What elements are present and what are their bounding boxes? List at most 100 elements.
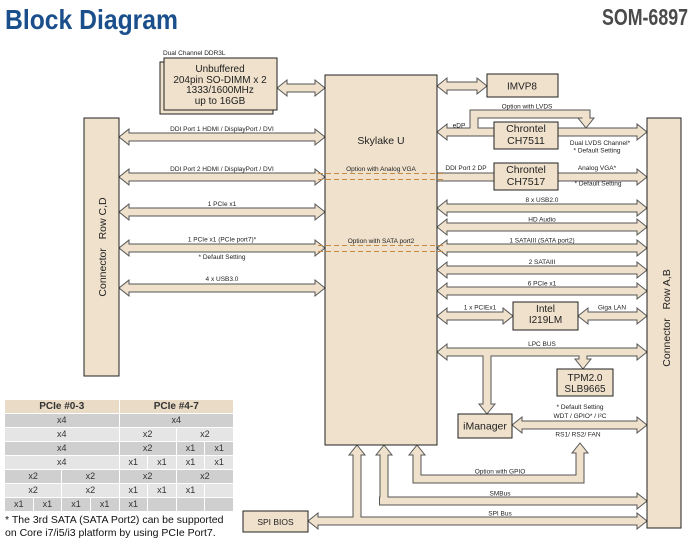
lan-controller-block <box>512 301 579 331</box>
page-title: Block Diagram <box>5 4 178 35</box>
edp-arrow <box>436 122 495 142</box>
lpc-bus-label: LPC BUS <box>528 341 556 348</box>
hd-audio-label: HD Audio <box>528 217 556 224</box>
pcie-table-cell: x1 <box>148 456 176 469</box>
pcie-table-cell: x1 <box>176 442 205 455</box>
pcie-table-cell: x2 <box>119 428 176 441</box>
pcie-table-cell <box>148 498 176 511</box>
analog-vga-default-note: * Default Setting <box>575 181 622 188</box>
footnote-line: * The 3rd SATA (SATA Port2) can be suppo… <box>5 514 224 526</box>
pcie-table-cell: x4 <box>5 428 119 441</box>
pcie7-label: 1 PCIe x1 (PCIe port7)* <box>188 237 257 244</box>
pcie-table-cell: x1 <box>176 484 205 497</box>
memory-line: up to 16GB <box>195 96 246 107</box>
option-analog-vga-label: Option with Analog VGA <box>346 166 416 173</box>
imanager-io-label: WDT / GPIO* / I²C <box>554 413 607 420</box>
pcie-table-cell: x4 <box>119 414 233 427</box>
pcie-table-cell: x1 <box>119 456 148 469</box>
pcie-table-cell: x1 <box>148 484 176 497</box>
dual-lvds-default-note: * Default Setting <box>574 148 621 155</box>
pcie6-label: 6 PCIe x1 <box>528 281 557 288</box>
analog-vga-label: Analog VGA* <box>578 165 617 172</box>
ch7511-vendor: Chrontel <box>506 123 546 135</box>
imvp8-block <box>486 73 559 98</box>
pcie-table-cell: x1 <box>62 498 90 511</box>
edp-label: eDP <box>453 123 466 130</box>
imvp8-label: IMVP8 <box>507 82 537 93</box>
memory-line: 1333/1600MHz <box>186 85 254 96</box>
ddi2-dp-link <box>436 172 495 182</box>
pcie-table-cell: x2 <box>62 470 119 483</box>
dual-lvds-label: Dual LVDS Channel* <box>570 140 631 147</box>
pcie1-label: 1 PCIe x1 <box>208 201 237 208</box>
pcie-table-cell: x1 <box>5 498 33 511</box>
gpio-cpu-arrowhead <box>407 444 427 458</box>
pcie-table-cell: x1 <box>33 498 62 511</box>
imvp8-arrow <box>436 76 488 96</box>
pcie-table-cell: x2 <box>176 470 233 483</box>
ch7511-part: CH7511 <box>507 135 545 147</box>
gpio-imanager-arrowhead <box>570 442 590 456</box>
footnote-line: on Core i7/i5/i3 platform by using PCIe … <box>5 526 216 539</box>
pcie7-default-note: * Default Setting <box>199 254 246 261</box>
lan-part: I219LM <box>529 315 562 326</box>
tpm-block <box>556 368 614 397</box>
pcie-table-cell: x1 <box>205 456 233 469</box>
lpc-imanager-arrowhead <box>477 401 497 415</box>
connector-row-cd <box>83 117 120 377</box>
pcie-table-cell: x1 <box>176 456 205 469</box>
usb2-label: 8 x USB2.0 <box>526 197 559 204</box>
pcie-table-cell <box>205 498 233 511</box>
pcie-table-cell: x2 <box>5 470 62 483</box>
bus-arrows <box>118 76 648 531</box>
imanager-serial-label: RS1/ RS2/ FAN <box>555 432 600 439</box>
pcie-table-cell <box>205 484 233 497</box>
cpu-label: Skylake U <box>357 135 404 147</box>
ddi2-dp-label: DDI Port 2 DP <box>445 165 486 172</box>
pcie-table-cell: x1 <box>205 442 233 455</box>
option-lvds-label: Option with LVDS <box>502 104 553 111</box>
pcie-table-cell <box>176 498 205 511</box>
pcie-table-cell: x2 <box>119 442 176 455</box>
pcie-table-cell: x2 <box>119 470 176 483</box>
imanager-default-note: * Default Setting <box>557 404 604 411</box>
model-name: SOM-6897 <box>602 4 688 30</box>
memory-module-block <box>163 57 278 111</box>
pcie-0-3-header: PCIe #0-3 <box>5 400 119 413</box>
memory-bus-arrow <box>276 78 326 98</box>
ch7517-part: CH7517 <box>507 176 546 188</box>
pcie-table-cell: x1 <box>119 498 148 511</box>
pcie-table-cell: x2 <box>62 484 119 497</box>
usb3-label: 4 x USB3.0 <box>206 276 239 283</box>
ch7517-block <box>493 162 559 191</box>
dual-lvds-arrow <box>557 122 648 142</box>
lan-pcie-label: 1 x PCIEx1 <box>464 305 497 312</box>
gpio-option-branch <box>413 454 584 483</box>
imanager-block <box>457 413 513 439</box>
smbus-arrow <box>379 491 648 511</box>
memory-line: 204pin SO-DIMM x 2 <box>173 75 267 86</box>
smbus-cpu-arrowhead <box>374 444 394 458</box>
lpc-tpm-arrowhead <box>573 356 593 370</box>
pcie-table-cell: x1 <box>119 484 148 497</box>
pcie-table-cell: x2 <box>176 428 233 441</box>
pcie-table-cell: x4 <box>5 414 119 427</box>
ch7517-vendor: Chrontel <box>506 164 546 176</box>
spi-bus-label: SPI Bus <box>488 511 512 518</box>
option-gpio-label: Option with GPIO <box>475 469 526 476</box>
spi-bios-block <box>242 510 309 533</box>
sata3-label: 2 SATAIII <box>529 259 556 266</box>
tpm-part: SLB9665 <box>564 384 606 395</box>
ddi2-label: DDI Port 2 HDMI / DisplayPort / DVI <box>170 166 274 173</box>
sata-port2-label: 1 SATAIII (SATA port2) <box>509 238 574 245</box>
ddi1-label: DDI Port 1 HDMI / DisplayPort / DVI <box>170 126 274 133</box>
connector-row-ab-label: Connector Row A,B <box>661 269 673 366</box>
lan-vendor: Intel <box>536 304 555 315</box>
lvds-option-arrowhead <box>576 115 596 129</box>
cpu-block <box>324 74 438 446</box>
tpm-version: TPM2.0 <box>567 373 602 384</box>
pcie-lane-table: PCIe #0-3 PCIe #4-7 x4 x4 x4 x2 x2 x4 x2… <box>5 400 233 511</box>
memory-caption: Dual Channel DDR3L <box>163 50 226 57</box>
